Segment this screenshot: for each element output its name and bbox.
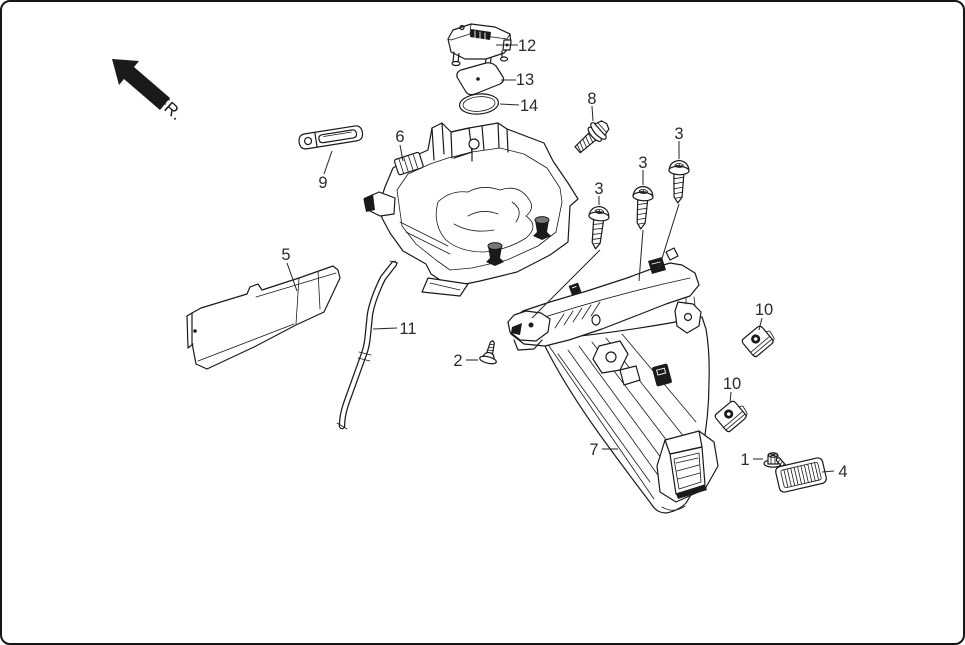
- callout-label: 13: [516, 71, 534, 89]
- leader-line: [372, 327, 398, 330]
- leader-line: [758, 317, 763, 331]
- callout-3-right: 3: [658, 125, 684, 269]
- part-3-tapping-screw-left: [585, 204, 611, 251]
- leader-line: [323, 150, 333, 175]
- callout-7: 7: [589, 441, 618, 459]
- leader-line: [638, 229, 644, 282]
- callout-label: 1: [740, 451, 749, 469]
- part-12-control-unit: [447, 23, 512, 71]
- callout-label: 3: [674, 125, 683, 143]
- callout-label: 3: [594, 180, 603, 198]
- fr-arrow-icon: [112, 59, 170, 110]
- callout-4: 4: [821, 463, 848, 481]
- leader-line: [499, 103, 520, 106]
- leader-line: [658, 203, 680, 269]
- part-10-spring-clip-nut-lower: [713, 397, 751, 434]
- callout-3-left: 3: [531, 180, 604, 319]
- part-11-tube-stay: [336, 260, 399, 430]
- callout-label: 12: [518, 37, 536, 55]
- callout-6: 6: [395, 128, 405, 162]
- leader-line: [286, 262, 298, 292]
- part-8-washer-bolt: [574, 120, 610, 154]
- callout-label: 10: [723, 375, 741, 393]
- part-7-rear-fender-assembly: [507, 247, 719, 514]
- callout-label: 14: [520, 97, 538, 115]
- part-4-reflector: [775, 457, 827, 493]
- callout-14: 14: [499, 97, 538, 115]
- callouts: 12 13 14 8 3 3 3 6: [281, 37, 847, 481]
- callout-10-upper: 10: [755, 301, 773, 331]
- callout-1: 1: [740, 451, 763, 469]
- part-14-o-ring: [458, 93, 500, 115]
- callout-2: 2: [453, 352, 478, 370]
- part-2-pan-screw: [479, 339, 497, 365]
- part-3-tapping-screw-middle: [630, 185, 655, 231]
- callout-12: 12: [496, 37, 536, 55]
- callout-11: 11: [372, 320, 417, 338]
- part-13-seal-pad: [456, 62, 505, 96]
- part-10-spring-clip-nut-upper: [740, 322, 778, 359]
- part-6-inner-tray: [363, 122, 579, 297]
- callout-10-lower: 10: [723, 375, 741, 404]
- leader-line: [821, 470, 835, 473]
- leader-line: [591, 105, 594, 122]
- callout-13: 13: [501, 71, 534, 89]
- leader-line: [729, 391, 732, 404]
- callout-label: 5: [281, 246, 290, 264]
- callout-8: 8: [587, 90, 597, 122]
- callout-label: 9: [318, 174, 327, 192]
- callout-label: 10: [755, 301, 773, 319]
- callout-label: 3: [638, 154, 647, 172]
- part-9-stay-strap: [298, 125, 364, 150]
- callout-label: 11: [399, 320, 416, 338]
- callout-label: 8: [587, 90, 596, 108]
- callout-3-middle: 3: [638, 154, 648, 282]
- part-5-side-cover-panel: [186, 265, 341, 370]
- part-3-tapping-screw-right: [667, 159, 690, 204]
- callout-9: 9: [318, 150, 333, 192]
- callout-label: 7: [589, 441, 598, 459]
- fr-direction-indicator: FR.: [112, 59, 187, 124]
- callout-label: 6: [395, 128, 404, 146]
- callout-label: 4: [838, 463, 847, 481]
- callout-5: 5: [281, 246, 298, 292]
- callout-label: 2: [453, 352, 462, 370]
- leader-line: [531, 249, 601, 319]
- leader-line: [399, 144, 404, 162]
